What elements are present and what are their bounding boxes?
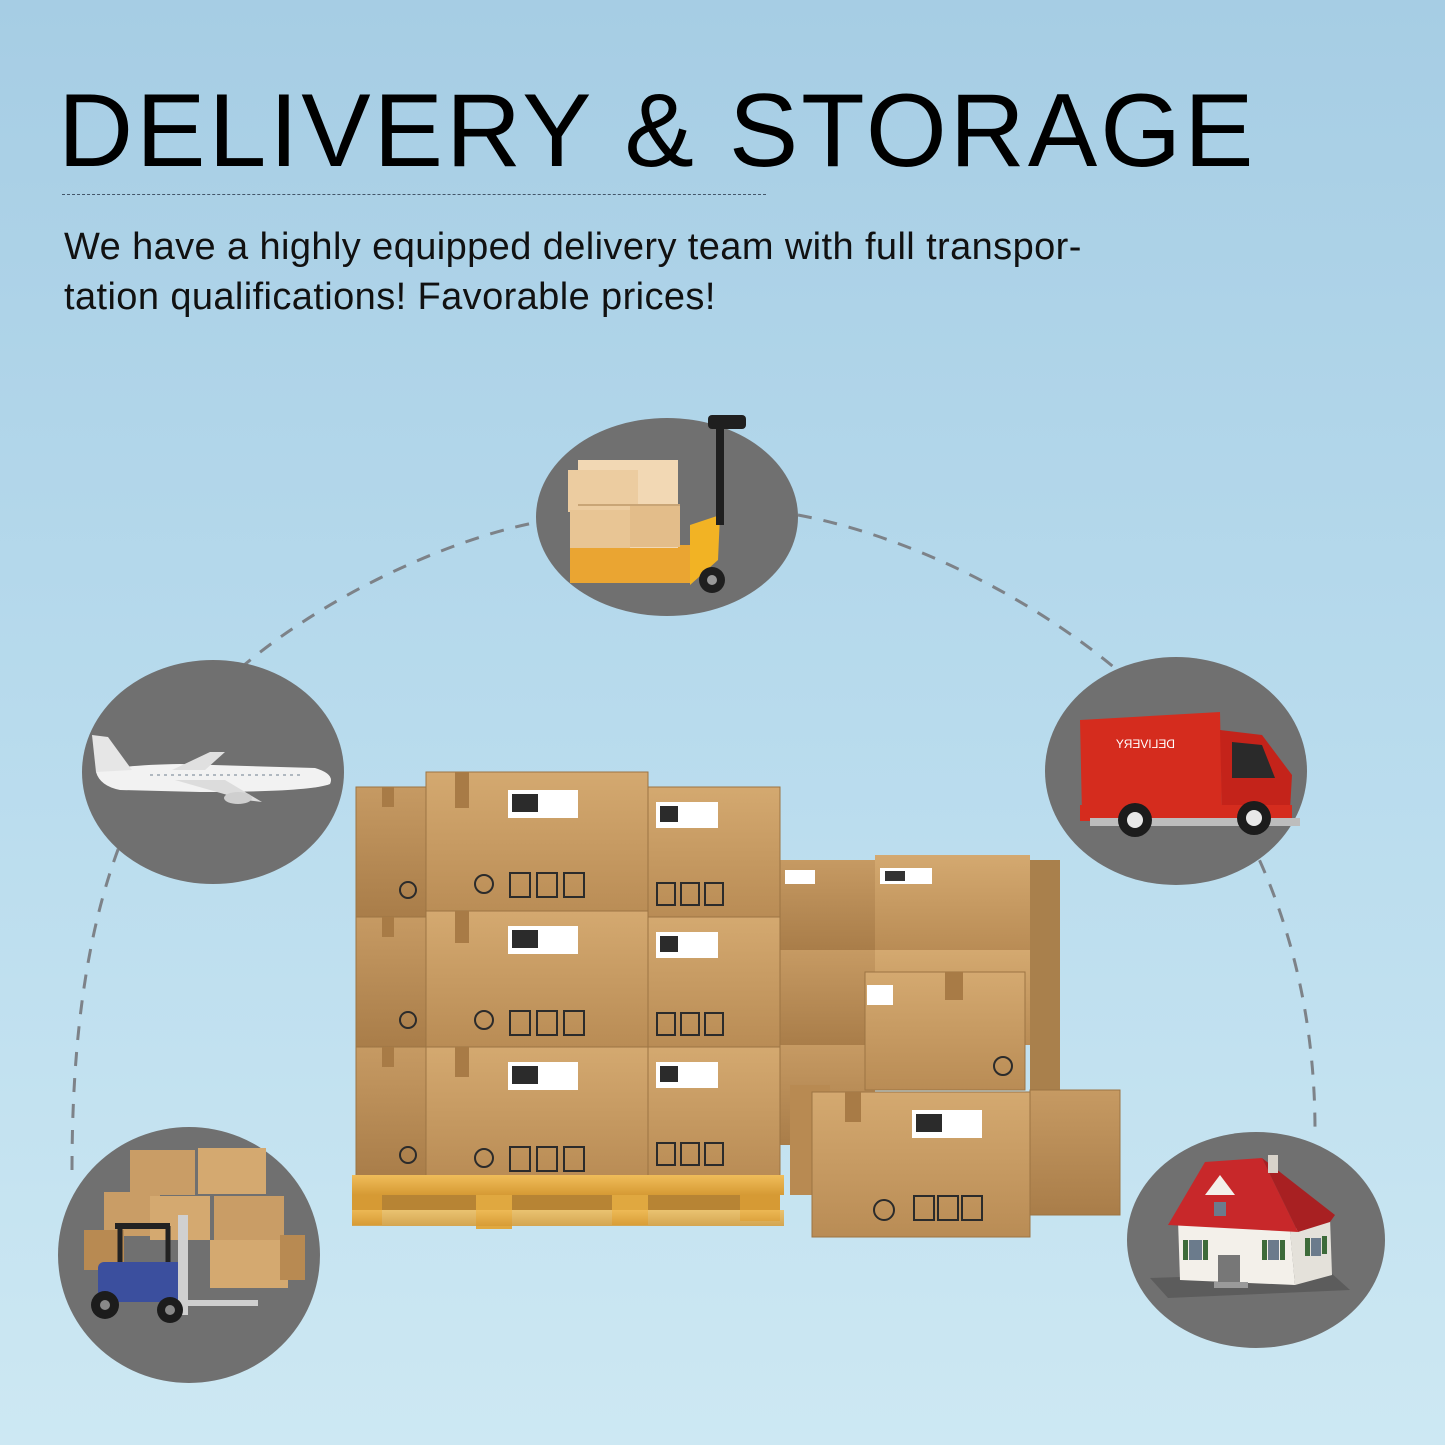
hand-pallet-truck-icon (568, 415, 746, 593)
page-title: DELIVERY & STORAGE (58, 73, 1257, 189)
svg-text:DELIVERY: DELIVERY (1116, 737, 1175, 751)
subtitle-line-1: We have a highly equipped delivery team … (64, 226, 1082, 268)
delivery-truck-circle: DELIVERY (1045, 657, 1307, 885)
forklift-icon (84, 1148, 305, 1323)
house-circle (1127, 1132, 1385, 1348)
hand-pallet-truck-circle (536, 415, 798, 616)
house-icon (1150, 1155, 1350, 1298)
subtitle: We have a highly equipped delivery team … (64, 222, 1224, 322)
title-divider (62, 194, 766, 195)
forklift-circle (58, 1127, 320, 1383)
central-box-stack (352, 771, 1121, 1238)
wooden-pallet (352, 1175, 784, 1229)
airplane-circle (82, 660, 344, 884)
loose-boxes (790, 971, 1121, 1238)
delivery-truck-icon: DELIVERY (1080, 712, 1300, 837)
subtitle-line-2: tation qualifications! Favorable prices! (64, 276, 716, 318)
airplane-icon (92, 735, 331, 804)
